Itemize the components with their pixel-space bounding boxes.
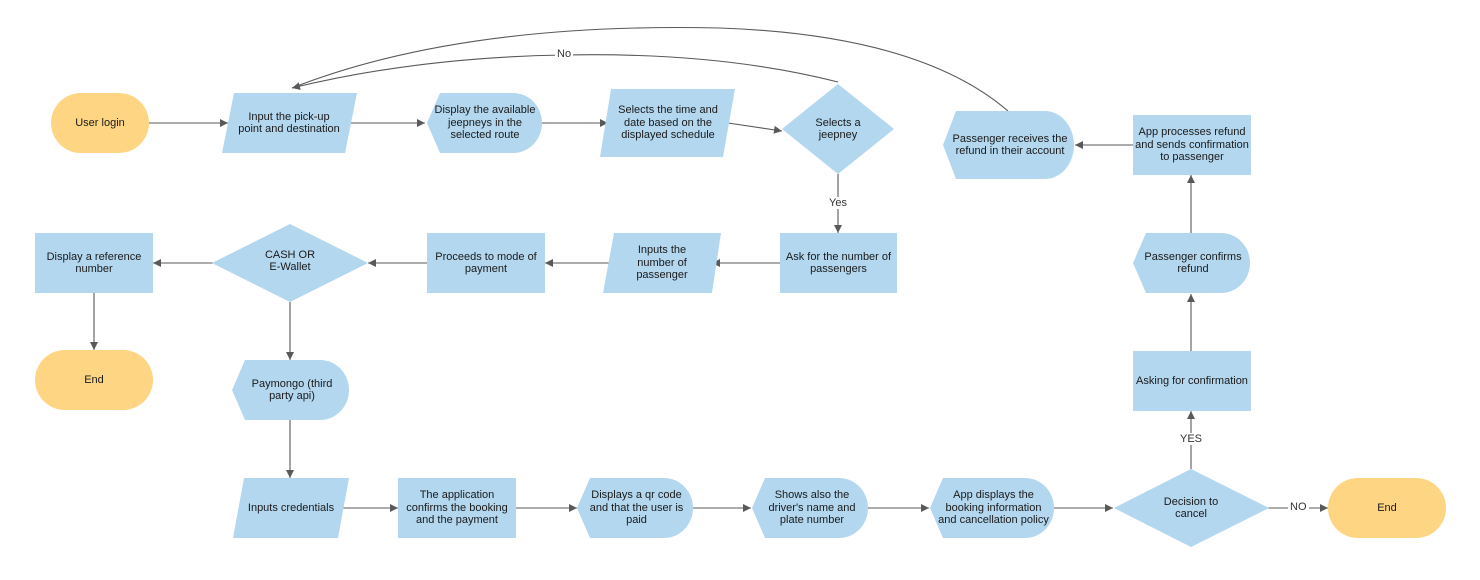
passenger-confirms-shape (1133, 233, 1250, 293)
displays-qr-label: Displays a qr code and that the user is … (589, 489, 684, 527)
inputs-passenger-label: Inputs the number of passenger (636, 244, 688, 282)
select-jeepney-shape (782, 84, 894, 174)
shows-driver-label: Shows also the driver's name and plate n… (768, 489, 856, 527)
end-left-shape (35, 350, 153, 410)
user-login-shape (51, 93, 149, 153)
inputs-credentials-label: Inputs credentials (247, 501, 335, 514)
edge-label-yes-jeepney: Yes (827, 197, 849, 209)
paymongo-label: Paymongo (third party api) (251, 377, 333, 403)
passenger-confirms-label: Passenger confirms refund (1144, 250, 1242, 276)
confirms-booking-label: The application confirms the booking and… (406, 489, 508, 527)
mode-payment-shape (427, 233, 545, 293)
edge-label-no-top: No (555, 48, 574, 60)
nodes (35, 84, 1446, 547)
decision-cancel-shape (1114, 469, 1269, 547)
ask-passengers-shape (780, 233, 897, 293)
mode-payment-label: Proceeds to mode of payment (435, 250, 537, 276)
ask-passengers-label: Ask for the number of passengers (785, 250, 892, 276)
asking-confirmation-label: Asking for confirmation (1136, 374, 1248, 387)
edge-select-time-to-jeepney (727, 122, 783, 134)
shows-driver-shape (752, 478, 868, 538)
decision-cancel-label: Decision to cancel (1163, 495, 1219, 521)
end-right-label: End (1377, 501, 1397, 514)
cash-ewallet-label: CASH OR E-Wallet (264, 248, 316, 274)
edge-label-no-cancel: NO (1288, 501, 1309, 513)
display-reference-shape (35, 233, 153, 293)
passenger-receives-shape (943, 111, 1074, 179)
paymongo-shape (232, 360, 349, 420)
edge-refund-loop (291, 26, 1009, 112)
inputs-passenger-shape (603, 233, 721, 293)
cash-ewallet-shape (212, 224, 368, 302)
display-jeepneys-label: Display the available jeepneys in the se… (434, 104, 536, 142)
input-pickup-label: Input the pick-up point and destination (238, 110, 340, 136)
confirms-booking-shape (398, 478, 516, 538)
inputs-credentials-shape (233, 478, 349, 538)
app-processes-refund-label: App processes refund and sends confirmat… (1135, 126, 1249, 164)
app-displays-info-label: App displays the booking information and… (938, 489, 1049, 527)
display-reference-label: Display a reference number (46, 250, 142, 276)
select-jeepney-label: Selects a jeepney (815, 116, 861, 142)
user-login-label: User login (75, 116, 125, 129)
input-pickup-shape (222, 93, 357, 153)
asking-confirmation-shape (1133, 351, 1251, 411)
displays-qr-shape (577, 478, 693, 538)
app-processes-refund-shape (1133, 115, 1251, 175)
edge-label-yes-cancel: YES (1178, 433, 1205, 445)
select-time-label: Selects the time and date based on the d… (618, 104, 718, 142)
end-right-shape (1328, 478, 1446, 538)
passenger-receives-label: Passenger receives the refund in their a… (952, 132, 1068, 158)
select-time-shape (600, 89, 735, 157)
display-jeepneys-shape (427, 93, 542, 153)
end-left-label: End (84, 373, 104, 386)
app-displays-info-shape (930, 478, 1054, 538)
